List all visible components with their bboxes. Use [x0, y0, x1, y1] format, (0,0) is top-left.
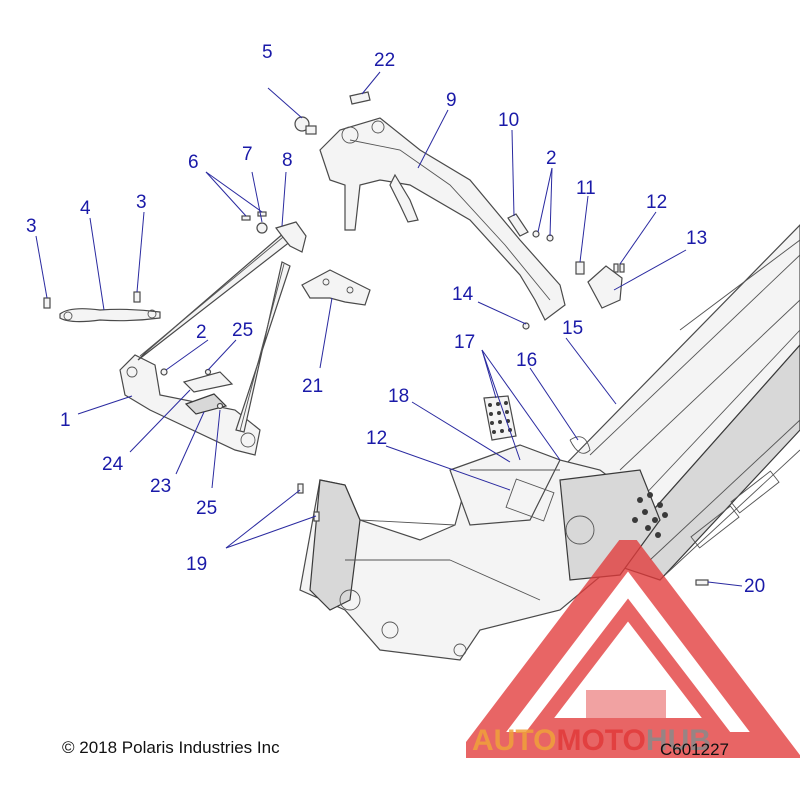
- callout-24: 24: [102, 454, 124, 475]
- callout-15: 15: [562, 318, 583, 339]
- callout-5: 5: [262, 42, 273, 63]
- callout-23: 23: [150, 476, 171, 497]
- logo-word-auto: AUTO: [472, 724, 556, 757]
- steering-post-bracket: [301, 269, 371, 306]
- callout-25: 25: [232, 320, 253, 341]
- mounting-plates: [182, 371, 234, 415]
- logo-word-moto: MOTO: [556, 724, 645, 757]
- front-strut-frame: [119, 225, 301, 456]
- callout-4: 4: [80, 198, 91, 219]
- callout-25: 25: [196, 498, 217, 519]
- callout-3: 3: [136, 192, 147, 213]
- callout-6: 6: [188, 152, 199, 173]
- callout-22: 22: [374, 50, 395, 71]
- steering-hoop: [319, 117, 566, 321]
- callout-12: 12: [366, 428, 387, 449]
- drawing-id: C601227: [660, 740, 730, 759]
- callout-1: 1: [60, 410, 71, 431]
- leader-lines: [35, 71, 743, 587]
- callout-12: 12: [646, 192, 667, 213]
- callout-14: 14: [452, 284, 474, 305]
- side-vent-holes: [632, 492, 668, 538]
- callout-13: 13: [686, 228, 707, 249]
- callout-2: 2: [196, 322, 207, 343]
- callout-11: 11: [576, 178, 596, 199]
- callout-labels: 1 2 2 3 3 4 5 6 7 8 9 10 11 12 12 13 14 …: [26, 42, 765, 597]
- callout-16: 16: [516, 350, 537, 371]
- svg-text:AUTOMOTOHUB: AUTOMOTOHUB: [472, 724, 711, 757]
- automotohub-watermark: AUTOMOTOHUB: [466, 540, 800, 758]
- callout-3: 3: [26, 216, 37, 237]
- hardware: [43, 91, 709, 586]
- callout-7: 7: [242, 144, 253, 165]
- callout-8: 8: [282, 150, 293, 171]
- callout-10: 10: [498, 110, 519, 131]
- callout-21: 21: [302, 376, 323, 397]
- main-chassis: [299, 395, 668, 661]
- callout-20: 20: [744, 576, 765, 597]
- callout-9: 9: [446, 90, 457, 111]
- logo-word-hub: HUB: [646, 724, 711, 757]
- callout-18: 18: [388, 386, 409, 407]
- tie-rod: [59, 308, 161, 323]
- copyright-notice: © 2018 Polaris Industries Inc: [62, 738, 280, 757]
- callout-19: 19: [186, 554, 207, 575]
- callout-17: 17: [454, 332, 475, 353]
- callout-2: 2: [546, 148, 557, 169]
- triangle-logo-icon: [466, 540, 800, 758]
